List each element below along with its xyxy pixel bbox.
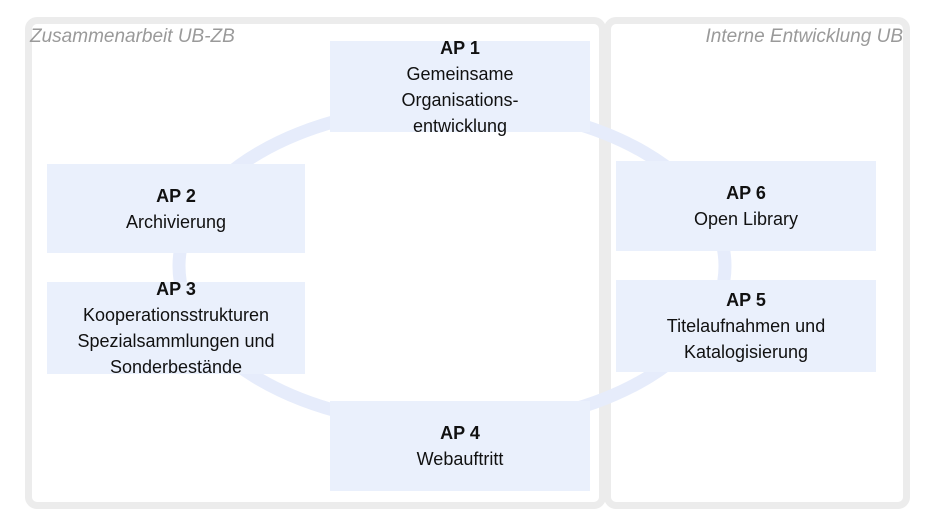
box-ap3-line: Sonderbestände	[109, 357, 243, 377]
box-ap1-line: Organisations-	[401, 89, 519, 110]
box-ap1-line: Gemeinsame	[406, 63, 514, 84]
box-ap3-line: Kooperationsstrukturen	[82, 305, 270, 325]
box-ap1-title: AP 1	[440, 37, 480, 58]
box-ap6: AP 6 Open Library	[616, 161, 876, 251]
box-ap4-line: Webauftritt	[416, 449, 504, 469]
panel-interne-entwicklung	[604, 17, 910, 509]
box-ap1: AP 1 Gemeinsame Organisations- entwicklu…	[330, 38, 590, 136]
box-ap2-title: AP 2	[156, 185, 196, 206]
cycle-ring-path	[172, 99, 732, 433]
box-ap6-title: AP 6	[726, 183, 766, 203]
box-ap4-title: AP 4	[440, 423, 480, 443]
box-ap5: AP 5 Titelaufnahmen und Katalogisierung	[616, 280, 876, 372]
panel-label-interne-entwicklung: Interne Entwicklung UB	[705, 26, 904, 47]
box-ap5-line: Titelaufnahmen und	[666, 316, 826, 336]
box-ap4: AP 4 Webauftritt	[330, 401, 590, 491]
box-ap5-line: Katalogisierung	[683, 342, 809, 362]
box-ap1-line: entwicklung	[412, 115, 508, 136]
box-ap2-line: Archivierung	[125, 211, 227, 232]
box-ap3-title: AP 3	[156, 279, 196, 299]
panel-label-zusammenarbeit: Zusammenarbeit UB-ZB	[30, 26, 235, 47]
box-ap6-line: Open Library	[693, 209, 799, 229]
box-ap3-line: Spezialsammlungen und	[77, 331, 275, 351]
box-ap3: AP 3 Kooperationsstrukturen Spezialsamml…	[47, 279, 305, 377]
box-ap2: AP 2 Archivierung	[47, 164, 305, 253]
box-ap5-title: AP 5	[726, 290, 766, 310]
